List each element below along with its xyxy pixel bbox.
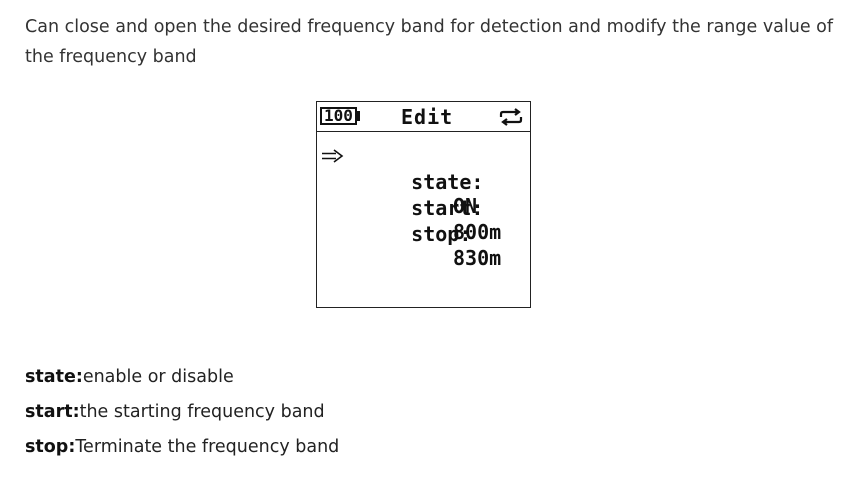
screen-title: Edit: [401, 105, 454, 129]
screen-header: 100 Edit: [317, 102, 530, 132]
note-desc: Terminate the frequency band: [75, 437, 340, 457]
setting-label: stop:: [411, 222, 472, 246]
note-key: state:: [25, 367, 83, 387]
device-screen: 100 Edit state: ON start: 800m stop: 830…: [316, 101, 531, 308]
setting-value: ON: [453, 194, 478, 218]
note-key: start:: [25, 402, 80, 422]
setting-label: start:: [411, 196, 484, 220]
notes-list: state:enable or disable start:the starti…: [25, 360, 339, 465]
setting-row-stop[interactable]: stop: 830m: [363, 198, 501, 294]
arrow-right-icon: [322, 149, 344, 163]
note-item: state:enable or disable: [25, 360, 339, 395]
note-desc: enable or disable: [82, 367, 234, 387]
setting-row-start[interactable]: start: 800m: [363, 172, 501, 268]
setting-row-state[interactable]: state: ON: [363, 146, 483, 242]
setting-value: 800m: [453, 220, 502, 244]
note-desc: the starting frequency band: [79, 402, 325, 422]
battery-indicator: 100: [320, 106, 360, 126]
loop-icon: [499, 108, 523, 126]
battery-level: 100: [324, 106, 353, 125]
note-key: stop:: [25, 437, 76, 457]
note-item: stop:Terminate the frequency band: [25, 430, 339, 465]
intro-text: Can close and open the desired frequency…: [25, 17, 834, 67]
battery-tip: [356, 111, 360, 121]
note-item: start:the starting frequency band: [25, 395, 339, 430]
setting-label: state:: [411, 170, 484, 194]
setting-value: 830m: [453, 246, 502, 270]
battery-icon: 100: [320, 107, 357, 125]
